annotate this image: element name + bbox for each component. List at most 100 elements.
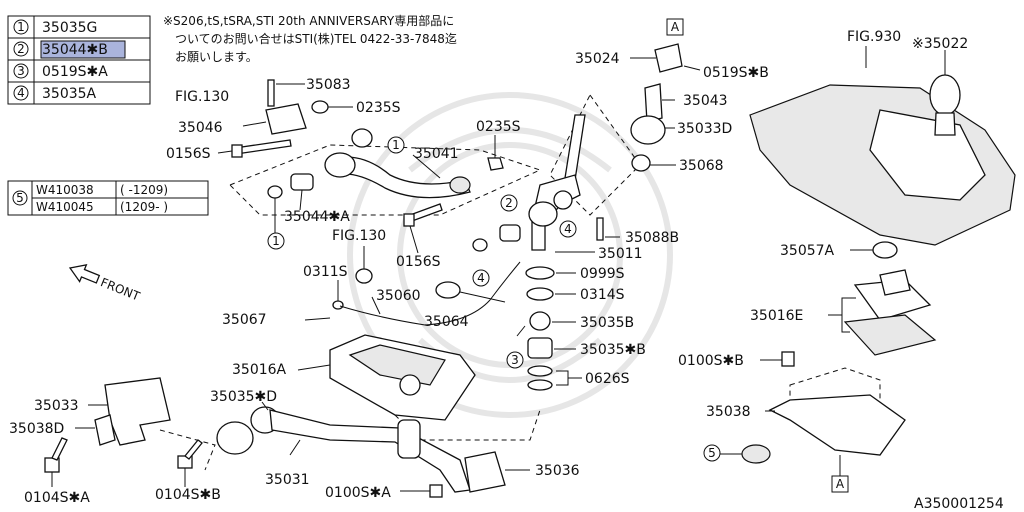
label-35088b[interactable]: 35088B (625, 230, 679, 246)
clip-35064[interactable] (435, 281, 461, 299)
retainer-35024[interactable] (654, 43, 683, 73)
label-0100sa[interactable]: 0100S✱A (325, 485, 391, 501)
callout-5[interactable]: 5 (708, 446, 716, 460)
label-35041[interactable]: 35041 (414, 146, 459, 162)
bush-35068[interactable] (631, 154, 651, 172)
rod-35041[interactable] (329, 156, 471, 199)
callout-3[interactable]: 3 (511, 353, 519, 367)
console-trim[interactable] (749, 46, 1016, 246)
ball-35035b[interactable] (529, 311, 551, 331)
nut-0235s-b[interactable] (487, 157, 504, 171)
housing-35016a[interactable] (297, 334, 541, 441)
ring-0999s[interactable] (525, 266, 555, 280)
legend-code-4[interactable]: 35035A (42, 86, 97, 102)
legend5-table: 5 W410038 ( -1209) W410045 (1209- ) (7, 180, 209, 216)
label-0999s[interactable]: 0999S (580, 266, 625, 282)
label-35035b2[interactable]: 35035✱B (580, 342, 646, 358)
label-fig130-upper[interactable]: FIG.130 (175, 89, 229, 105)
shift-lever-35011[interactable] (472, 94, 641, 253)
callout-1-lower[interactable]: 1 (272, 234, 280, 248)
label-35046[interactable]: 35046 (178, 120, 223, 136)
label-35035b[interactable]: 35035B (580, 315, 634, 331)
washer-0235s-a[interactable] (311, 100, 329, 114)
label-0519sb[interactable]: 0519S✱B (703, 65, 769, 81)
bolt-0100sb[interactable] (760, 351, 795, 367)
legend-code-2-highlighted[interactable]: 35044✱B (42, 42, 108, 58)
boot-35016e[interactable] (828, 269, 937, 356)
callout-4-left[interactable]: 4 (477, 271, 485, 285)
screw-35088b[interactable] (596, 217, 620, 241)
label-35057a[interactable]: 35057A (780, 243, 835, 259)
bolt-0156s-a[interactable] (234, 139, 292, 155)
clip-35067[interactable] (304, 317, 331, 321)
washer-0626s-a[interactable] (527, 365, 553, 377)
callout-2[interactable]: 2 (505, 196, 513, 210)
clip-fig130[interactable] (355, 268, 373, 284)
label-35016a[interactable]: 35016A (232, 362, 287, 378)
spring-35043[interactable] (644, 83, 663, 123)
label-0314s[interactable]: 0314S (580, 287, 625, 303)
label-35038[interactable]: 35038 (706, 404, 751, 420)
label-0626s[interactable]: 0626S (585, 371, 630, 387)
callout-1-upper[interactable]: 1 (392, 138, 400, 152)
legend-code-3[interactable]: 0519S✱A (42, 64, 108, 80)
label-0104sb[interactable]: 0104S✱B (155, 487, 221, 503)
label-35031[interactable]: 35031 (265, 472, 310, 488)
label-0104sa[interactable]: 0104S✱A (24, 490, 90, 506)
label-35011[interactable]: 35011 (598, 246, 643, 262)
legend5-range-2: (1209- ) (120, 200, 168, 214)
label-35064[interactable]: 35064 (424, 314, 469, 330)
bracket-35033[interactable] (75, 377, 216, 471)
label-fig930[interactable]: FIG.930 (847, 29, 901, 45)
ref-box-a-top[interactable]: A (666, 18, 684, 36)
label-fig130-lower[interactable]: FIG.130 (332, 228, 386, 244)
label-0156s-b[interactable]: 0156S (396, 254, 441, 270)
legend-table: 1 2 3 4 35035G 35044✱B 0519S✱A 35035A (7, 15, 151, 105)
bracket-35038[interactable] (765, 367, 906, 478)
label-35083[interactable]: 35083 (306, 77, 351, 93)
bolt-0100sa[interactable] (400, 484, 443, 498)
label-35043[interactable]: 35043 (683, 93, 728, 109)
boot-35033d[interactable] (630, 115, 666, 145)
label-35038d[interactable]: 35038D (9, 421, 64, 437)
legend5-range-1: ( -1209) (120, 183, 168, 197)
label-35067[interactable]: 35067 (222, 312, 267, 328)
label-35035d[interactable]: 35035✱D (210, 389, 277, 405)
bolt-0104sa[interactable] (44, 437, 68, 487)
cap-35057a[interactable] (850, 241, 898, 259)
legend5-code-2[interactable]: W410045 (36, 200, 94, 214)
pin-35083[interactable] (267, 79, 275, 107)
label-0235s-b[interactable]: 0235S (476, 119, 521, 135)
label-35033d[interactable]: 35033D (677, 121, 732, 137)
bracket-35046[interactable] (265, 103, 307, 135)
label-35036[interactable]: 35036 (535, 463, 580, 479)
legend-code-1[interactable]: 35035G (42, 20, 97, 36)
bracket-35036[interactable] (464, 451, 530, 493)
label-0311s[interactable]: 0311S (303, 264, 348, 280)
washer-legend5[interactable] (720, 444, 771, 464)
label-0100sb[interactable]: 0100S✱B (678, 353, 744, 369)
bolt-0156s-b[interactable] (409, 203, 443, 222)
legend-num-1: 1 (17, 20, 25, 34)
label-0235s-a[interactable]: 0235S (356, 100, 401, 116)
label-35044a[interactable]: 35044✱A (284, 209, 350, 225)
bolt-0104sb[interactable] (177, 439, 203, 487)
callout-4-right[interactable]: 4 (564, 222, 572, 236)
lever-35031[interactable] (216, 401, 471, 493)
clip-0311s[interactable] (332, 300, 344, 310)
legend5-code-1[interactable]: W410038 (36, 183, 94, 197)
label-0156s-a[interactable]: 0156S (166, 146, 211, 162)
label-35033[interactable]: 35033 (34, 398, 79, 414)
shift-knob-35022[interactable] (929, 50, 961, 136)
cable-35060[interactable] (339, 261, 521, 326)
washer-0626s-b[interactable] (527, 379, 553, 391)
bushing-35044a[interactable] (290, 173, 314, 191)
label-35024[interactable]: 35024 (575, 51, 620, 67)
label-35022[interactable]: ※35022 (912, 36, 968, 52)
seat-35035b2[interactable] (527, 337, 553, 359)
label-35068[interactable]: 35068 (679, 158, 724, 174)
circlip-0314s[interactable] (526, 287, 554, 301)
ref-box-a-bottom[interactable]: A (831, 475, 849, 493)
label-35016e[interactable]: 35016E (750, 308, 803, 324)
label-35060[interactable]: 35060 (376, 288, 421, 304)
